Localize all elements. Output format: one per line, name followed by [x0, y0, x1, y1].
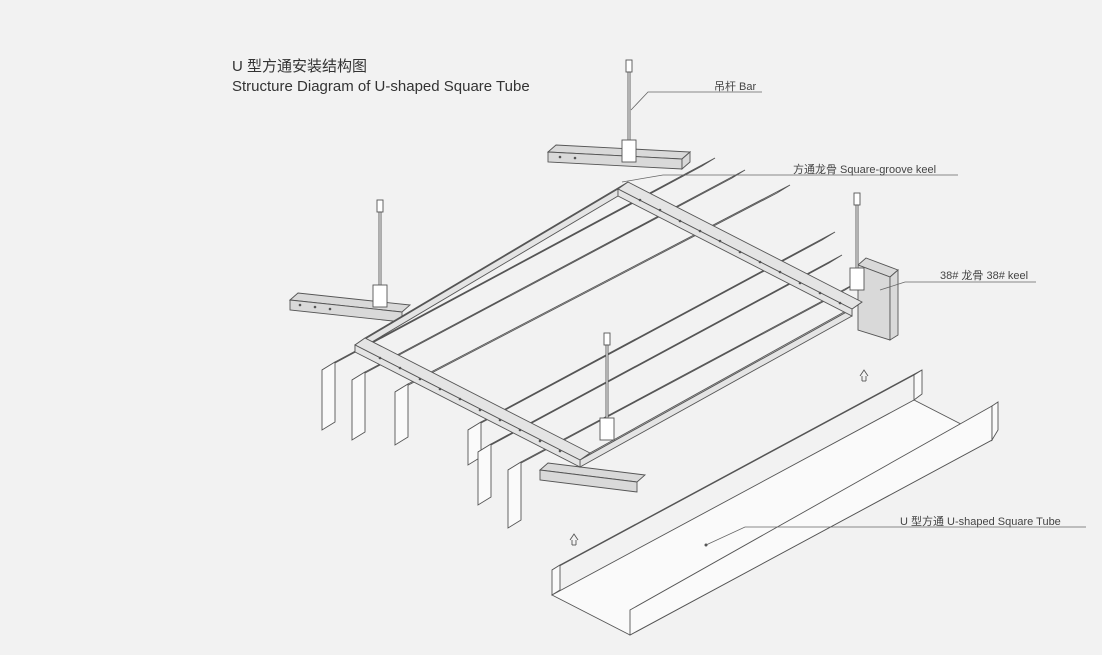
square-groove-keel-bottom — [354, 337, 591, 468]
leader-keel-38 — [879, 281, 1036, 291]
diagram-title-cn: U 型方通安装结构图 — [232, 58, 368, 75]
up-arrow-right — [859, 369, 869, 382]
label-bar: 吊杆 Bar — [714, 81, 757, 93]
leader-u-tube-dot — [704, 543, 708, 547]
square-groove-keel-right — [579, 301, 863, 468]
diagram-title-en: Structure Diagram of U-shaped Square Tub… — [232, 78, 530, 95]
square-groove-keel-top — [617, 181, 863, 317]
keel-holes — [298, 155, 842, 453]
hanger-rod-top — [621, 59, 637, 163]
label-u-tube: U 型方通 U-shaped Square Tube — [900, 516, 1061, 528]
leader-square-groove-keel — [621, 174, 958, 183]
up-arrow-left — [569, 533, 579, 546]
label-keel-38: 38# 龙骨 38# keel — [940, 270, 1029, 282]
leader-bar — [630, 91, 762, 111]
keel-38-left — [288, 292, 412, 323]
label-square-groove-keel: 方通龙骨 Square-groove keel — [793, 164, 937, 176]
u-tube-loose — [551, 369, 999, 636]
hanger-rod-front — [599, 332, 615, 441]
keel-38-back — [546, 144, 692, 170]
leader-u-tube — [705, 526, 1086, 546]
square-groove-keel-left — [354, 181, 629, 353]
u-tube-panels — [321, 157, 859, 529]
keel-38-front — [538, 462, 647, 493]
hanger-rod-right — [849, 192, 865, 291]
leader-lines — [621, 91, 1086, 546]
keel-38-right — [857, 257, 899, 341]
hanger-rod-left — [372, 199, 388, 308]
